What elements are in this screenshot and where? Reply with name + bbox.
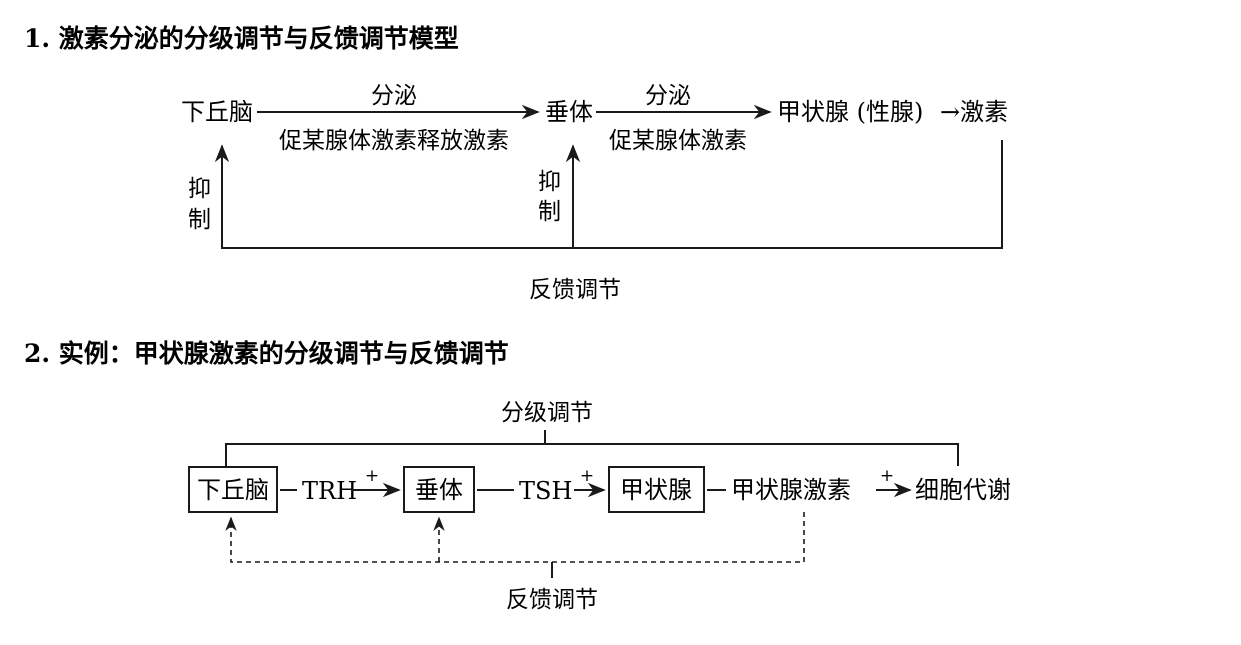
s1-arrow2-bottom-label: 促某腺体激素	[609, 128, 747, 154]
s1-feedback-label: 反馈调节	[529, 277, 621, 303]
section1-heading: 1. 激素分泌的分级调节与反馈调节模型	[24, 24, 459, 53]
s2-box-thyroid	[608, 466, 705, 513]
s2-box-hypothalamus	[188, 466, 278, 513]
s1-pituitary: 垂体	[545, 98, 593, 126]
s1-inhibit-right-1: 抑	[538, 169, 561, 195]
s2-tsh-label: TSH	[519, 477, 572, 505]
s2-feedback-label: 反馈调节	[506, 587, 598, 613]
s2-box-pituitary	[403, 466, 475, 513]
s2-feedback-to-hypothalamus	[225, 512, 805, 563]
s2-metabolism: 细胞代谢	[915, 476, 1011, 504]
s2-thyroid: 甲状腺	[620, 476, 692, 504]
s2-plus-metabolism: +	[880, 466, 894, 486]
s1-arrow1-bottom-label: 促某腺体激素释放激素	[279, 128, 509, 154]
s1-inhibit-right-2: 制	[538, 199, 561, 225]
s2-plus-trh: +	[365, 466, 379, 486]
s1-inhibit-left-1: 抑	[188, 176, 211, 202]
s1-thyroid-gonad: 甲状腺 (性腺)	[777, 98, 923, 126]
s1-hormone: →激素	[940, 98, 1008, 126]
s2-grading-label: 分级调节	[501, 400, 593, 426]
s1-hypothalamus: 下丘脑	[181, 98, 253, 126]
s2-pituitary: 垂体	[415, 476, 463, 504]
s2-thyroid-hormone: 甲状腺激素	[731, 476, 851, 504]
s1-feedback-to-hypothalamus	[214, 140, 1003, 249]
s1-arrow1-top-label: 分泌	[371, 83, 417, 109]
s1-arrow2-top-label: 分泌	[645, 83, 691, 109]
s2-trh-label: TRH	[302, 477, 357, 505]
s2-plus-tsh: +	[580, 466, 594, 486]
s2-grading-bracket	[225, 443, 959, 467]
s1-inhibit-left-2: 制	[188, 207, 211, 233]
s2-hypothalamus: 下丘脑	[197, 476, 269, 504]
section2-heading: 2. 实例：甲状腺激素的分级调节与反馈调节	[24, 339, 509, 368]
